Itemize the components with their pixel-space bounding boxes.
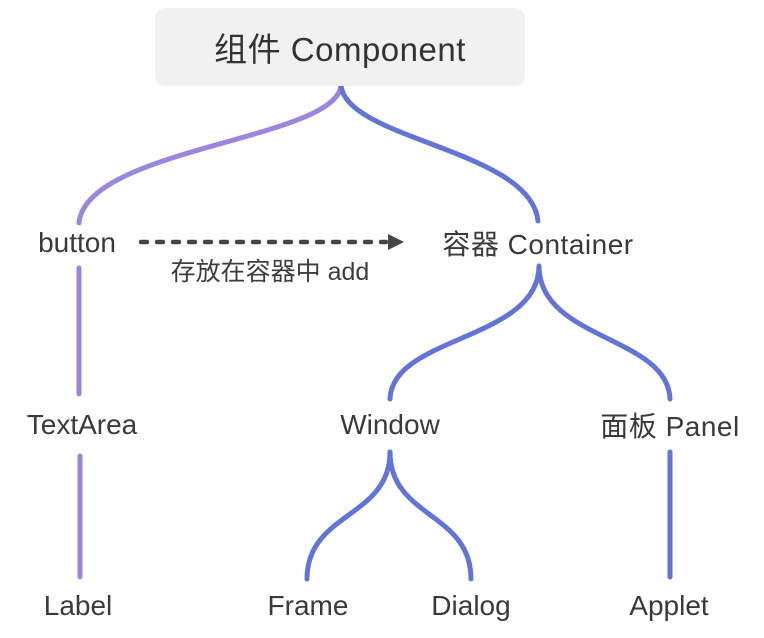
node-container[interactable]: 容器 Container <box>442 229 634 260</box>
edge-root-container <box>338 83 541 224</box>
node-window[interactable]: Window <box>340 409 440 440</box>
node-textarea[interactable]: TextArea <box>26 409 138 440</box>
edge-root-button <box>76 83 344 226</box>
edge-window-dialog <box>387 449 474 582</box>
relationship-label[interactable]: 存放在容器中 add <box>170 258 370 286</box>
node-frame[interactable]: Frame <box>267 590 349 621</box>
node-button[interactable]: button <box>38 227 116 258</box>
node-panel[interactable]: 面板 Panel <box>600 411 740 442</box>
node-dialog[interactable]: Dialog <box>431 590 511 621</box>
edge-window-frame <box>304 449 393 582</box>
edge-container-window <box>387 263 542 402</box>
node-label[interactable]: Label <box>43 590 113 621</box>
node-component-root[interactable]: 组件 Component <box>155 8 525 86</box>
relationship-arrowhead-icon <box>388 234 404 250</box>
edge-container-panel <box>536 263 673 402</box>
node-component-root-label: 组件 Component <box>214 31 466 68</box>
node-applet[interactable]: Applet <box>629 590 709 621</box>
